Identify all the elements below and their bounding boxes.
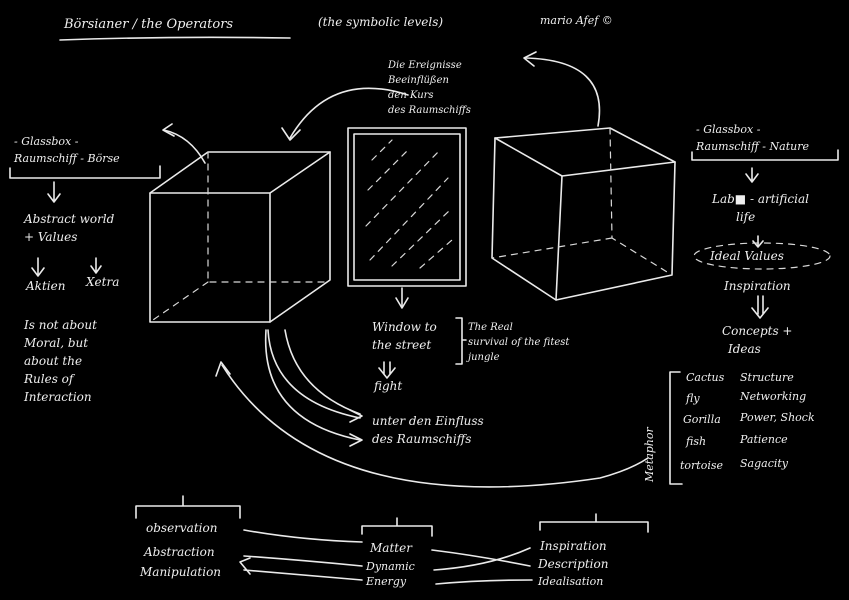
left-note-line: Moral, but xyxy=(24,336,89,350)
metaphor-animal: fish xyxy=(686,435,707,448)
metaphor-meaning: Networking xyxy=(740,390,807,403)
top-note-line: des Raumschiffs xyxy=(388,105,471,116)
metaphor-meaning: Structure xyxy=(740,371,794,384)
concepts-line: Ideas xyxy=(728,342,761,356)
metaphor-animal: tortoise xyxy=(680,459,724,472)
lab-line: Lab■ - artificial xyxy=(712,192,809,206)
top-note-line: den Kurs xyxy=(388,90,434,101)
page-subtitle: (the symbolic levels) xyxy=(318,15,444,29)
metaphor-meaning: Patience xyxy=(740,433,788,446)
abstract-line: Abstract world xyxy=(24,212,115,226)
the-real-label: The Real survival of the fitest jungle xyxy=(468,320,569,365)
idealisation-label: Idealisation xyxy=(538,575,604,588)
top-note-line: Die Ereignisse xyxy=(388,60,462,71)
concepts-ideas-label: Concepts + Ideas xyxy=(722,322,793,358)
left-glassbox-line: Raumschiff - Börse xyxy=(14,151,120,165)
inspiration-bottom-label: Inspiration xyxy=(540,539,607,553)
left-note-line: Rules of xyxy=(24,372,74,386)
metaphor-animal: Gorilla xyxy=(683,413,721,426)
metaphor-meaning: Power, Shock xyxy=(740,411,815,424)
left-note-line: Is not about xyxy=(24,318,97,332)
abstraction-label: Abstraction xyxy=(144,545,215,559)
big-arc xyxy=(221,364,649,488)
left-glassbox-cube xyxy=(149,151,331,323)
window-to-street-label: Window to the street xyxy=(372,318,437,354)
window-pane xyxy=(347,127,467,287)
fight-label: fight xyxy=(374,379,403,393)
aktien-label: Aktien xyxy=(26,279,66,293)
title-underline xyxy=(59,36,291,41)
real-line: survival of the fitest xyxy=(468,337,570,348)
energy-label: Energy xyxy=(366,575,407,588)
right-glassbox-line: - Glassbox - xyxy=(696,123,761,136)
left-glassbox-title: - Glassbox - Raumschiff - Börse xyxy=(14,134,120,167)
abstract-world-label: Abstract world + Values xyxy=(24,210,114,246)
description-label: Description xyxy=(538,557,609,571)
top-note-line: Beeinflüßen xyxy=(388,75,449,86)
unter-line: unter den Einfluss xyxy=(372,414,484,428)
metaphor-animal: Cactus xyxy=(686,371,725,384)
unter-line: des Raumschiffs xyxy=(372,432,472,446)
arrow-left-cube-out xyxy=(163,129,206,164)
right-glassbox-cube xyxy=(491,127,676,301)
concepts-line: Concepts + xyxy=(722,324,793,338)
right-glassbox-title: - Glassbox - Raumschiff - Nature xyxy=(696,122,809,155)
dynamic-label: Dynamic xyxy=(366,560,415,573)
author-signature: mario Afef © xyxy=(540,14,613,27)
window-line: the street xyxy=(372,338,432,352)
left-note-line: Interaction xyxy=(24,390,92,404)
unter-den-einfluss-label: unter den Einfluss des Raumschiffs xyxy=(372,412,484,448)
left-note-line: about the xyxy=(24,354,83,368)
metaphor-label: Metaphor xyxy=(643,427,656,482)
lab-line: life xyxy=(736,210,756,224)
matter-label: Matter xyxy=(370,541,412,555)
metaphor-meaning: Sagacity xyxy=(740,457,789,470)
manipulation-label: Manipulation xyxy=(140,565,222,579)
top-note: Die Ereignisse Beeinflüßen den Kurs des … xyxy=(388,58,471,118)
real-line: jungle xyxy=(468,352,500,363)
page-title: Börsianer / the Operators xyxy=(64,17,234,32)
window-line: Window to xyxy=(372,320,437,334)
observation-label: observation xyxy=(146,521,218,535)
abstract-line: + Values xyxy=(24,230,78,244)
arrow-right-cube-up xyxy=(524,57,601,127)
left-note: Is not about Moral, but about the Rules … xyxy=(24,316,97,406)
ideal-values-label: Ideal Values xyxy=(710,249,784,263)
inspiration-label: Inspiration xyxy=(724,279,791,293)
lab-artificial-life: Lab■ - artificial life xyxy=(712,190,809,226)
right-glassbox-line: Raumschiff - Nature xyxy=(696,139,809,153)
real-line: The Real xyxy=(468,322,513,333)
xetra-label: Xetra xyxy=(86,275,120,289)
arrow-top-to-left-cube xyxy=(289,87,409,139)
left-glassbox-line: - Glassbox - xyxy=(14,135,79,148)
metaphor-animal: fly xyxy=(686,392,700,405)
